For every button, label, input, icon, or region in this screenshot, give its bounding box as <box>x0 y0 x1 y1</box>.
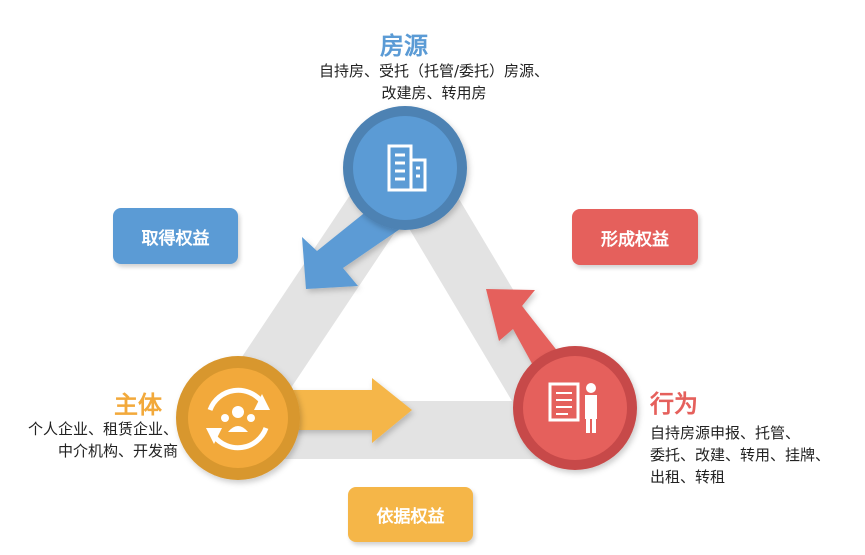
subject-title: 主体 <box>114 391 162 419</box>
subject-desc: 个人企业、租赁企业、 中介机构、开发商 <box>6 418 178 462</box>
behavior-desc-line2: 委托、改建、转用、挂牌、 <box>650 446 831 464</box>
source-desc-line1: 自持房、受托（托管/委托）房源、 <box>318 62 550 80</box>
source-desc-line2: 改建房、转用房 <box>381 84 487 102</box>
source-desc: 自持房、受托（托管/委托）房源、 改建房、转用房 <box>284 60 584 104</box>
behavior-title: 行为 <box>650 390 698 418</box>
behavior-node <box>513 346 637 470</box>
source-title: 房源 <box>380 32 428 60</box>
form-rights-label: 形成权益 <box>572 209 698 265</box>
subject-node <box>176 356 300 480</box>
subject-desc-line2: 中介机构、开发商 <box>57 442 178 460</box>
obtain-rights-label: 取得权益 <box>113 208 238 264</box>
triangle-band <box>199 136 592 459</box>
building-icon <box>387 144 427 192</box>
basis-arrow <box>290 378 412 443</box>
behavior-desc-line3: 出租、转租 <box>650 468 726 486</box>
basis-rights-label: 依据权益 <box>348 487 473 542</box>
subject-desc-line1: 个人企业、租赁企业、 <box>27 420 178 438</box>
people-cycle-icon <box>206 387 270 451</box>
behavior-desc-line1: 自持房源申报、托管、 <box>650 424 801 442</box>
behavior-desc: 自持房源申报、托管、 委托、改建、转用、挂牌、 出租、转租 <box>650 422 860 488</box>
person-document-icon <box>548 382 597 433</box>
source-node <box>343 106 467 230</box>
